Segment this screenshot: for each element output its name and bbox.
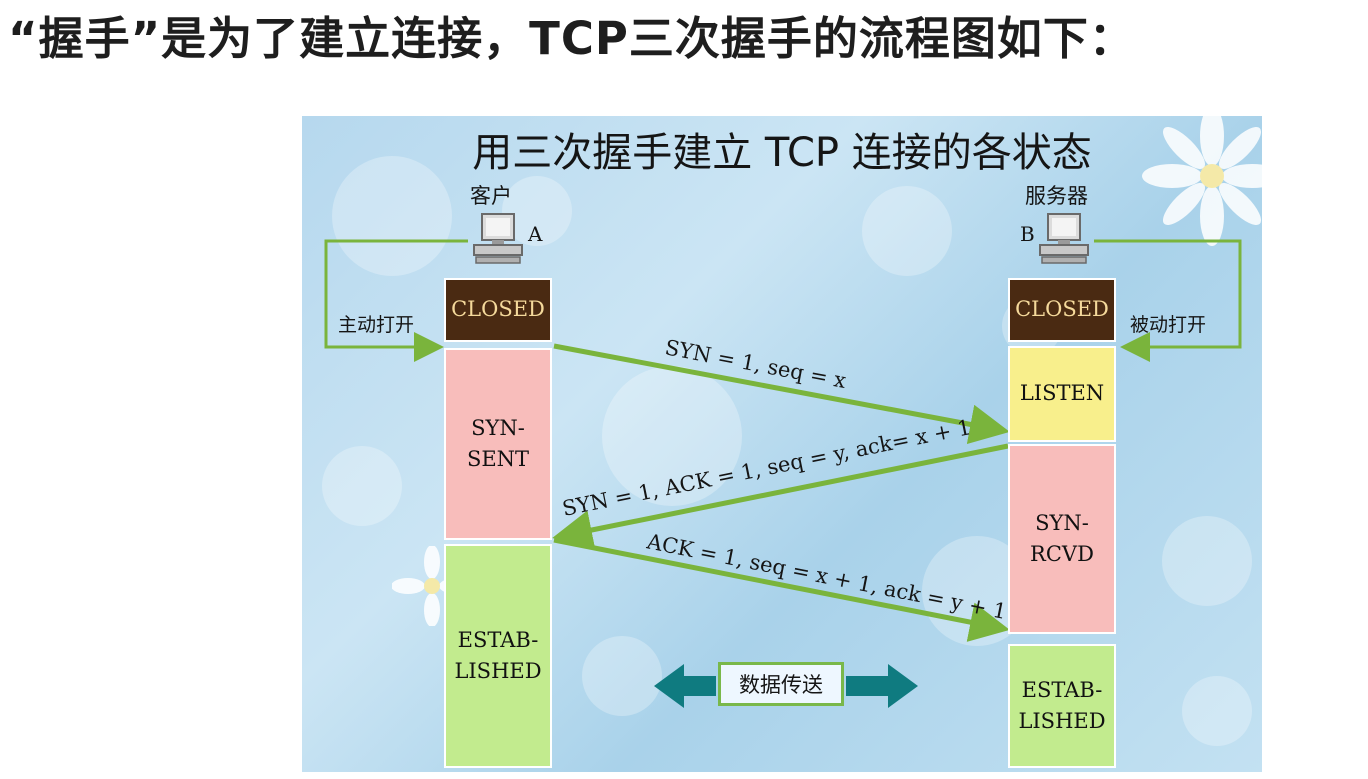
server-state-syn-rcvd: SYN- RCVD	[1008, 444, 1116, 634]
state-label: SYN-	[471, 413, 525, 445]
state-label: CLOSED	[1015, 294, 1109, 326]
active-open-label: 主动打开	[338, 310, 414, 337]
server-state-established: ESTAB- LISHED	[1008, 644, 1116, 768]
page-heading: “握手”是为了建立连接，TCP三次握手的流程图如下：	[8, 12, 1360, 66]
ack-arrow	[554, 540, 1000, 628]
state-label: ESTAB-	[458, 625, 539, 657]
passive-open-label: 被动打开	[1130, 310, 1206, 337]
state-label: SENT	[467, 444, 529, 476]
client-state-syn-sent: SYN- SENT	[444, 348, 552, 540]
data-transfer-label: 数据传送	[718, 662, 844, 706]
ack-message: ACK = 1, seq = x + 1, ack = y + 1	[644, 529, 1008, 624]
client-state-established: ESTAB- LISHED	[444, 544, 552, 768]
server-state-listen: LISTEN	[1008, 346, 1116, 442]
state-label: LISHED	[454, 656, 541, 688]
state-label: ESTAB-	[1022, 675, 1103, 707]
state-label: RCVD	[1030, 539, 1094, 571]
state-label: LISHED	[1018, 706, 1105, 738]
tcp-handshake-diagram: 用三次握手建立 TCP 连接的各状态 客户 A 服务器 B	[302, 116, 1262, 772]
state-label: SYN-	[1035, 508, 1089, 540]
state-label: CLOSED	[451, 294, 545, 326]
data-transfer-arrow-left	[654, 664, 716, 708]
client-state-closed: CLOSED	[444, 278, 552, 342]
state-label: LISTEN	[1020, 378, 1104, 410]
server-state-closed: CLOSED	[1008, 278, 1116, 342]
data-transfer-arrow-right	[846, 664, 918, 708]
